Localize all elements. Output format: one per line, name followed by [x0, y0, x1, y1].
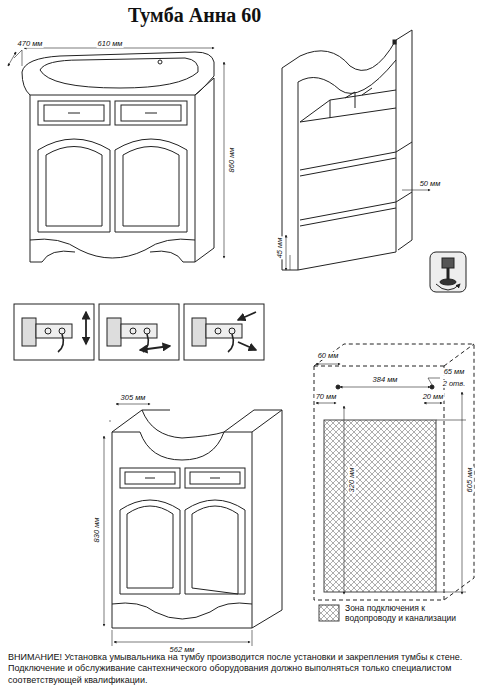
dimension-label: 384 мм: [372, 376, 399, 384]
warning-note: ВНИМАНИЕ! Установка умывальника на тумбу…: [8, 652, 482, 686]
legend-text: Зона подключения к водопроводу и канализ…: [345, 604, 473, 624]
dimension-label: 20 мм: [422, 393, 445, 401]
dimension-label: 45 мм: [276, 237, 284, 260]
dimension-label: 65 мм: [443, 368, 466, 376]
cabinet-mounting-view: [104, 404, 282, 646]
dimension-label: 320 мм: [348, 467, 356, 494]
cabinet-front-view: [8, 48, 224, 262]
dimension-label: 305 мм: [120, 394, 147, 402]
dimension-label: 860 мм: [228, 147, 236, 174]
wall-connection-zone: [314, 344, 474, 600]
dimension-label: 2 отв.: [442, 380, 467, 388]
cabinet-frame-view: [282, 30, 430, 270]
leveling-foot-icon: [430, 252, 466, 292]
dimension-label: 605 мм: [466, 467, 474, 494]
dimension-label: 470 мм: [17, 40, 44, 48]
dimension-label: 70 мм: [315, 393, 338, 401]
dimension-label: 50 мм: [419, 180, 442, 188]
dimension-label: 60 мм: [317, 352, 340, 360]
hinge-adjustment-panels: [14, 304, 264, 360]
dimension-label: 610 мм: [97, 40, 124, 48]
legend-hatch-sample: [318, 604, 340, 622]
legend: Зона подключения к водопроводу и канализ…: [318, 604, 473, 624]
title: Тумба Анна 60: [128, 4, 261, 27]
dimension-label: 830 мм: [93, 517, 101, 544]
